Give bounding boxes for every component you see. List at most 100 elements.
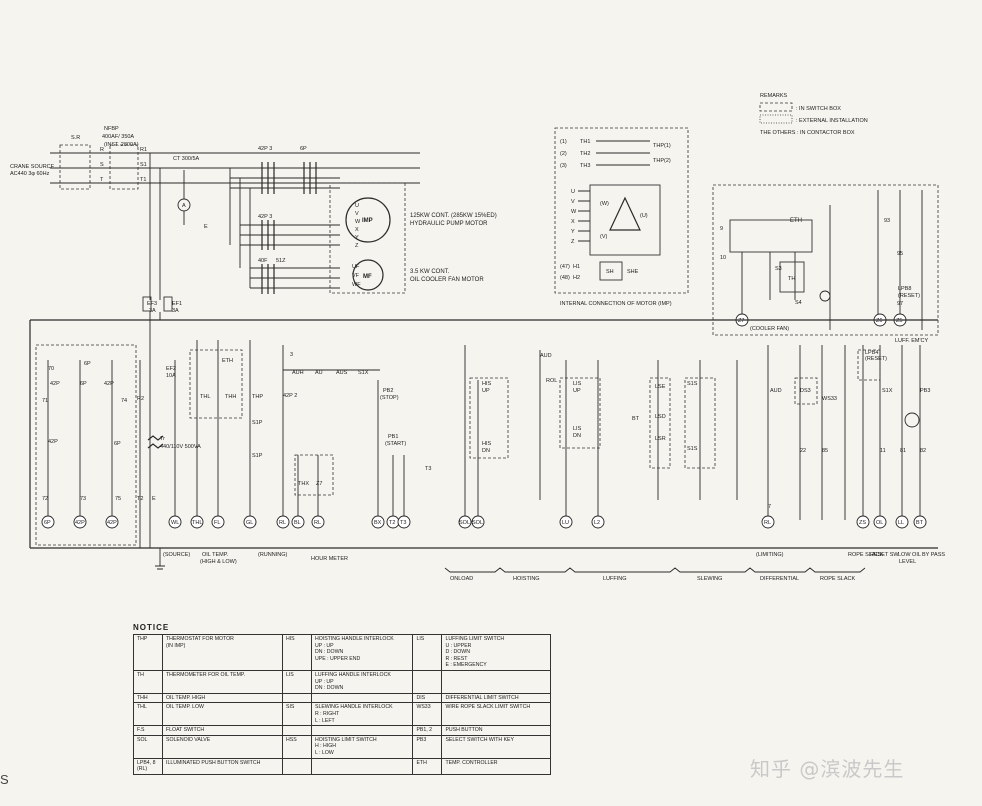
int-sh: SH: [606, 269, 614, 275]
cooler-z6: Z6: [876, 318, 882, 324]
cc-lis: LIS: [573, 381, 582, 387]
lamp-ol-label: OL: [876, 520, 883, 526]
group-limiting: (LIMITING): [756, 552, 784, 558]
int-h2: H2: [573, 275, 580, 281]
cc-lse: LSE: [655, 384, 666, 390]
lamp-42p-b-label: 42P: [107, 520, 117, 526]
ef2-rating: 10A: [166, 373, 176, 379]
int-she: SHE: [627, 269, 639, 275]
lpb8-reset: (RESET): [898, 293, 920, 299]
int-th1: TH1: [580, 139, 590, 145]
lamp-6p-label: 6P: [44, 520, 51, 526]
cc-42p-a: 42P: [50, 381, 60, 387]
cc-42p2: 42P 2: [283, 393, 297, 399]
control-circuit: 6P 70 42P 6P 42P 71 74 42P 6P 72 73 75 R…: [29, 312, 938, 549]
cc-n82: 82: [920, 448, 926, 454]
remarks-others: THE OTHERS : IN CONTACTOR BOX: [760, 130, 855, 136]
cc-lis-b: LIS: [573, 426, 582, 432]
cc-eth: ETH: [222, 358, 233, 364]
notice-description: DIFFERENTIAL LIMIT SWITCH: [441, 692, 551, 704]
phase-t: T: [100, 177, 104, 183]
notice-code: LPB4, 8 (RL): [133, 757, 163, 775]
ef2-label: EF2: [166, 366, 176, 372]
notice-description: SLEWING HANDLE INTERLOCK R : RIGHT L : L…: [310, 702, 414, 727]
notice-code: HIS: [281, 634, 312, 671]
group-oil-temp-2: (HIGH & LOW): [200, 559, 237, 565]
delta-winding: [609, 196, 641, 231]
lamp-t2-label: T2: [389, 520, 395, 526]
transformer-label: Tr: [160, 436, 165, 442]
cc-ws33: WS33: [822, 396, 837, 402]
notice-code: [412, 669, 443, 694]
lamp-thl-label: THL: [192, 520, 202, 526]
cc-ds3: DS3: [800, 388, 811, 394]
int-y: Y: [571, 229, 575, 235]
terminal-wf: WF: [352, 282, 361, 288]
lamp-wl-label: WL: [171, 520, 179, 526]
int-th3: TH3: [580, 163, 590, 169]
cc-e: E: [152, 496, 156, 502]
terminal-w: W: [355, 219, 361, 225]
corner-letter: S: [0, 772, 9, 787]
cc-aud: AUD: [540, 353, 552, 359]
notice-code: THP: [133, 634, 163, 671]
lamp-gl-label: GL: [246, 520, 253, 526]
notice-description: HOISTING LIMIT SWITCH H : HIGH L : LOW: [310, 734, 414, 759]
eth-label: ETH: [790, 218, 802, 224]
cc-lpb4-reset: (RESET): [865, 356, 887, 362]
notice-description: THERMOMETER FOR OIL TEMP.: [162, 669, 283, 694]
ef1-rating: 3A: [172, 308, 179, 314]
group-differential: DIFFERENTIAL: [760, 576, 799, 582]
cc-t3: T3: [425, 466, 431, 472]
notice-row: LPB4, 8 (RL)ILLUMINATED PUSH BUTTON SWIT…: [133, 757, 551, 775]
notice-description: LUFFING HANDLE INTERLOCK UP : UP DN : DO…: [310, 669, 414, 694]
cc-n73: 73: [80, 496, 86, 502]
int-thp2: THP(2): [653, 158, 671, 164]
int-x: X: [571, 219, 575, 225]
lamp-t3-label: T3: [400, 520, 406, 526]
remarks-legend: REMARKS : IN SWITCH BOX : EXTERNAL INSTA…: [759, 93, 868, 136]
earth-e: E: [204, 224, 208, 230]
lamp-fl-label: FL: [214, 520, 220, 526]
fan-motor: [352, 259, 384, 291]
transformer: [147, 435, 164, 449]
contactor-42p3-b: 42P 3: [258, 214, 272, 220]
cc-pb1-start: (START): [385, 441, 406, 447]
group-oil-temp: OIL TEMP.: [202, 552, 229, 558]
notice-description: [310, 757, 414, 775]
notice-description: SOLENOID VALVE: [162, 734, 283, 759]
lamp-bx-label: BX: [374, 520, 382, 526]
internal-connection: (1) (2) (3) TH1 TH2 TH3 THP(1) THP(2) U …: [554, 127, 689, 307]
cc-n70: 70: [48, 366, 54, 372]
notice-code: THL: [133, 702, 163, 727]
phase-r: R: [100, 147, 104, 153]
terminal-v: V: [355, 211, 359, 217]
group-low-oil: LOW OIL: [898, 552, 921, 558]
cc-bt: BT: [632, 416, 640, 422]
cc-n7: 7: [768, 504, 771, 510]
notice-code: TH: [133, 669, 163, 694]
group-labels: (SOURCE) OIL TEMP. (HIGH & LOW) (RUNNING…: [155, 548, 945, 582]
cc-s1x: S1X: [358, 370, 369, 376]
notice-description: HOISTING HANDLE INTERLOCK UP : UP DN : D…: [310, 634, 414, 671]
notice-description: OIL TEMP. LOW: [162, 702, 283, 727]
group-luffing: LUFFING: [603, 576, 627, 582]
lpb8-label: LPB8: [898, 286, 911, 292]
cc-thp: THP: [252, 394, 263, 400]
lamp-rl-label: RL: [279, 520, 286, 526]
terminal-vf: VF: [352, 273, 360, 279]
terminal-u: U: [355, 203, 359, 209]
cooler-fan-box: [712, 184, 939, 336]
luff-emcy-label: LUFF. EM'CY: [895, 338, 928, 344]
int-winding-u: (U): [640, 213, 648, 219]
cc-n72: 72: [42, 496, 48, 502]
int-n2: (2): [560, 151, 567, 157]
cc-lis-up: UP: [573, 388, 581, 394]
cc-his-b: HIS: [482, 441, 492, 447]
lamp-zs-label: ZS: [859, 520, 866, 526]
watermark: 知乎 @滨波先生: [750, 757, 905, 781]
